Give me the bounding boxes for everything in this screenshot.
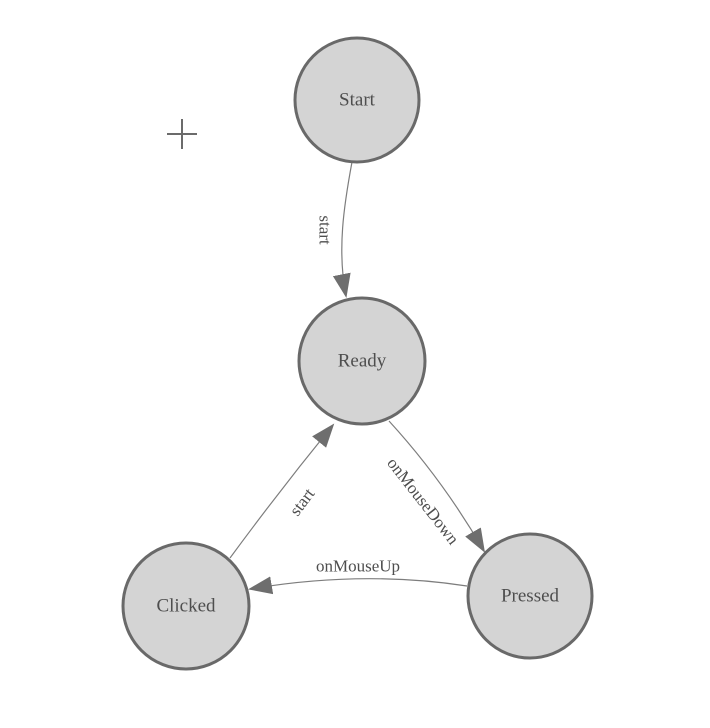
state-circle-pressed[interactable]	[466, 532, 594, 660]
state-node-start[interactable]: Start	[293, 36, 421, 164]
state-node-pressed[interactable]: Pressed	[466, 532, 594, 660]
state-node-clicked[interactable]: Clicked	[121, 541, 251, 671]
state-circle-ready[interactable]	[297, 296, 427, 426]
plus-crosshair-icon	[167, 119, 197, 149]
state-label-start: Start	[339, 90, 376, 111]
transition-label-start: start	[316, 215, 335, 245]
transition-edge-clicked-to-ready[interactable]	[229, 423, 335, 559]
state-circle-clicked[interactable]	[121, 541, 251, 671]
state-node-ready[interactable]: Ready	[297, 296, 427, 426]
transition-label-start2: start	[286, 484, 319, 519]
transition-label-onmousedown: onMouseDown	[383, 454, 463, 549]
state-label-clicked: Clicked	[156, 596, 216, 617]
state-label-ready: Ready	[338, 351, 387, 372]
transition-edge-ready-to-pressed[interactable]	[388, 420, 486, 553]
transition-edge-start-to-ready[interactable]	[332, 161, 353, 298]
transition-edge-pressed-to-clicked[interactable]	[248, 576, 468, 595]
transition-label-onmouseup: onMouseUp	[316, 557, 400, 576]
state-circle-start[interactable]	[293, 36, 421, 164]
state-label-pressed: Pressed	[501, 586, 560, 607]
